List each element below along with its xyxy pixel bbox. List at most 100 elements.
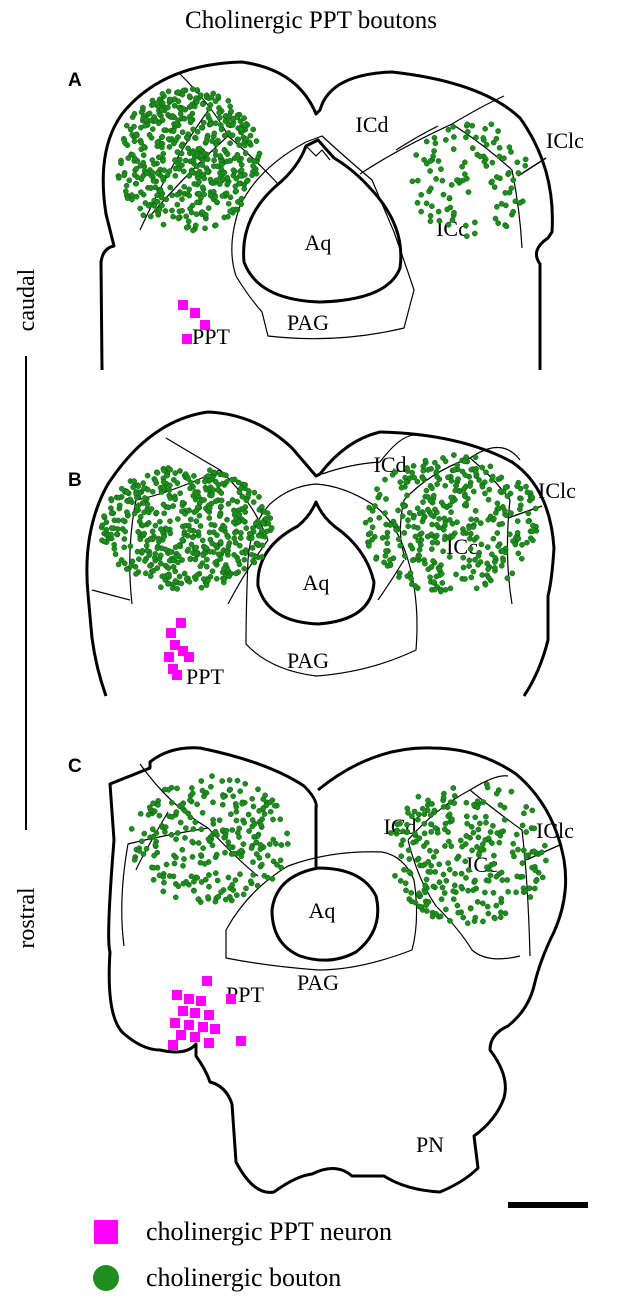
bouton-dot	[490, 822, 496, 829]
bouton-dot	[523, 829, 530, 835]
bouton-dot	[435, 208, 442, 215]
bouton-dot	[393, 526, 399, 533]
bouton-dot	[493, 135, 500, 142]
bouton-dot	[151, 852, 157, 859]
bouton-dot	[427, 218, 434, 225]
bouton-dot	[265, 874, 271, 881]
bouton-dot	[250, 163, 256, 169]
bouton-dot	[462, 858, 469, 865]
bouton-dot	[143, 116, 150, 123]
bouton-dot	[179, 207, 185, 214]
bouton-dot	[467, 535, 473, 542]
bouton-dot	[253, 138, 260, 144]
panel-c-boutons-right	[388, 781, 549, 927]
bouton-dot	[440, 502, 447, 509]
bouton-dot	[223, 190, 230, 197]
bouton-dot	[146, 110, 153, 117]
bouton-dot	[462, 222, 469, 229]
bouton-dot	[452, 487, 459, 494]
bouton-dot	[256, 494, 262, 500]
bouton-dot	[186, 173, 193, 179]
bouton-dot	[174, 785, 180, 792]
bouton-dot	[225, 874, 232, 881]
bouton-dot	[533, 878, 539, 884]
ppt-neuron-square	[204, 1038, 214, 1048]
bouton-dot	[524, 539, 530, 546]
bouton-dot	[213, 558, 220, 565]
bouton-dot	[524, 489, 531, 496]
bouton-dot	[129, 152, 136, 158]
bouton-dot	[188, 873, 195, 880]
panel-b-lower-outline	[91, 589, 131, 601]
bouton-dot	[392, 469, 399, 476]
bouton-dot	[194, 572, 201, 578]
bouton-dot	[446, 866, 453, 873]
bouton-dot	[248, 535, 255, 541]
bouton-dot	[446, 811, 453, 818]
bouton-dot	[421, 830, 428, 837]
bouton-dot	[186, 93, 193, 100]
bouton-dot	[499, 548, 506, 554]
bouton-dot	[124, 509, 130, 515]
bouton-dot	[392, 872, 398, 879]
ppt-neuron-square	[170, 1018, 180, 1028]
bouton-dot	[468, 466, 475, 473]
bouton-dot	[226, 777, 233, 783]
bouton-dot	[182, 157, 189, 164]
bouton-dot	[222, 849, 228, 856]
bouton-dot	[163, 196, 170, 203]
bouton-dot	[161, 786, 168, 793]
bouton-dot	[136, 556, 142, 562]
bouton-dot	[213, 575, 220, 582]
bouton-dot	[498, 895, 505, 902]
bouton-dot	[515, 550, 522, 557]
bouton-dot	[134, 548, 141, 555]
bouton-dot	[258, 822, 264, 828]
bouton-dot	[232, 877, 239, 883]
bouton-dot	[214, 877, 221, 884]
ppt-neuron-square	[196, 996, 206, 1006]
bouton-dot	[174, 149, 181, 155]
bouton-dot	[404, 465, 410, 471]
bouton-dot	[503, 223, 510, 230]
bouton-dot	[463, 500, 469, 507]
bouton-dot	[160, 484, 167, 491]
bouton-dot	[174, 586, 180, 592]
bouton-dot	[214, 532, 220, 539]
bouton-dot	[519, 822, 526, 829]
bouton-dot	[460, 554, 467, 561]
bouton-dot	[464, 121, 471, 128]
bouton-dot	[432, 506, 438, 513]
bouton-dot	[277, 816, 284, 823]
bouton-dot	[256, 855, 263, 861]
bouton-dot	[240, 841, 247, 847]
bouton-dot	[123, 182, 130, 189]
bouton-dot	[458, 883, 465, 890]
bouton-dot	[145, 486, 151, 493]
bouton-dot	[198, 584, 205, 591]
bouton-dot	[417, 542, 424, 548]
bouton-dot	[400, 503, 407, 510]
bouton-dot	[99, 522, 106, 529]
bouton-dot	[218, 889, 224, 895]
bouton-dot	[229, 497, 236, 503]
bouton-dot	[198, 152, 205, 159]
bouton-dot	[498, 562, 505, 569]
bouton-dot	[420, 499, 426, 505]
bouton-dot	[369, 536, 375, 543]
bouton-dot	[438, 570, 445, 577]
bouton-dot	[461, 458, 468, 465]
bouton-dot	[277, 857, 284, 864]
bouton-dot	[175, 883, 182, 890]
bouton-dot	[238, 530, 244, 536]
bouton-dot	[446, 838, 452, 845]
panel-c-brain-outline	[107, 746, 568, 1194]
bouton-dot	[238, 195, 245, 202]
bouton-dot	[525, 510, 532, 517]
bouton-dot	[367, 530, 374, 536]
bouton-dot	[241, 565, 248, 572]
bouton-dot	[406, 509, 413, 516]
bouton-dot	[449, 816, 455, 823]
bouton-dot	[193, 211, 200, 218]
bouton-dot	[395, 507, 401, 514]
